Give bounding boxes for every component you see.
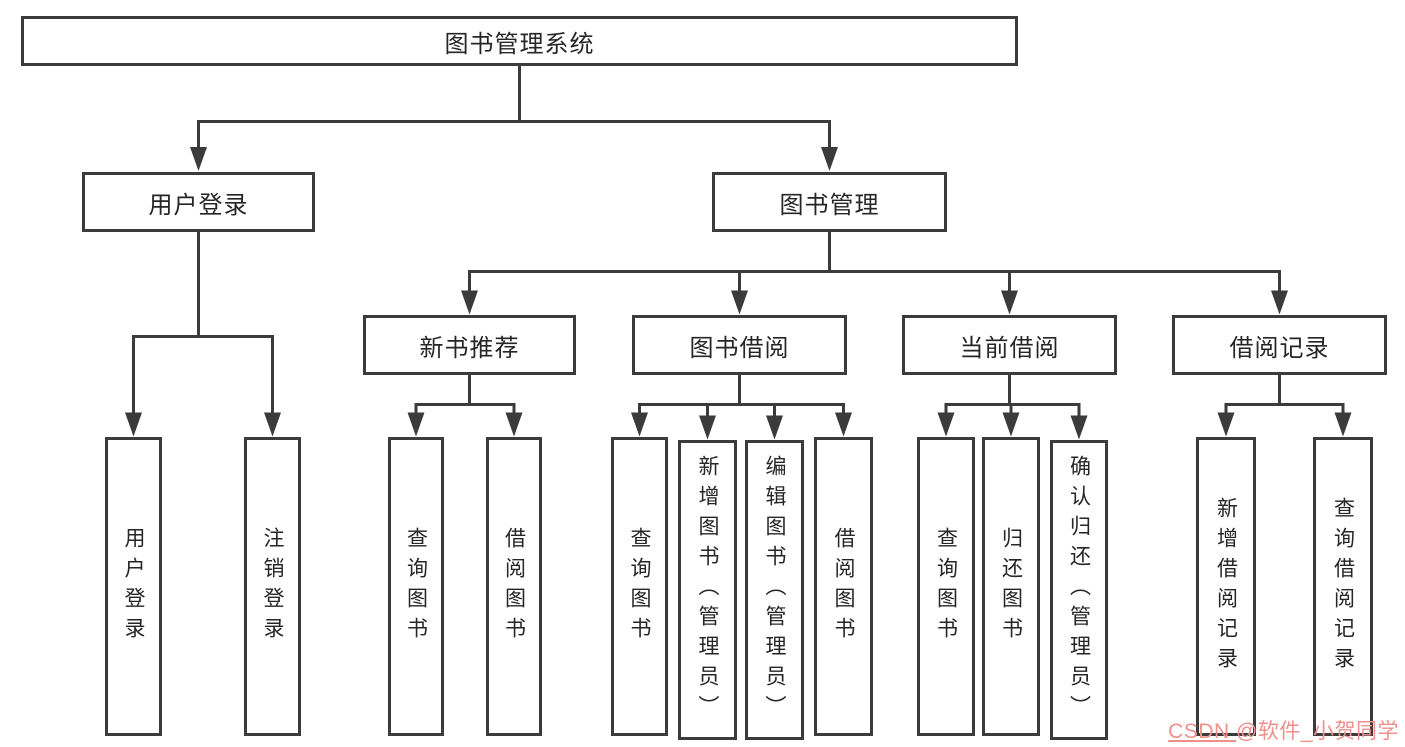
node-user-login: 用户登录: [82, 172, 315, 232]
leaf-confirm-return-admin: 确认归还（管理员）: [1050, 440, 1108, 740]
node-book-borrow: 图书借阅: [632, 315, 847, 375]
connector-paths: [132, 65, 1345, 432]
leaf-return-books-label: 归还图书: [999, 526, 1023, 647]
csdn-watermark: CSDN @软件_小贺同学: [1168, 715, 1399, 745]
leaf-add-borrow-record: 新增借阅记录: [1196, 437, 1256, 736]
leaf-logout-label: 注销登录: [261, 526, 284, 647]
leaf-edit-book-admin: 编辑图书（管理员）: [745, 440, 804, 740]
leaf-recommend-query-books: 查询图书: [388, 437, 444, 736]
leaf-borrow-query-books: 查询图书: [611, 437, 668, 736]
leaf-add-borrow-record-label: 新增借阅记录: [1214, 496, 1238, 677]
leaf-return-books: 归还图书: [982, 437, 1040, 736]
leaf-logout: 注销登录: [244, 437, 301, 736]
leaf-add-book-admin: 新增图书（管理员）: [678, 440, 737, 740]
leaf-current-query-books: 查询图书: [917, 437, 975, 736]
csdn-watermark-brand: CSDN: [1168, 720, 1236, 743]
node-new-book-recommend: 新书推荐: [363, 315, 576, 375]
node-borrow-records: 借阅记录: [1172, 315, 1387, 375]
leaf-recommend-borrow-books-label: 借阅图书: [502, 526, 526, 647]
leaf-borrow-borrow-books: 借阅图书: [814, 437, 873, 736]
leaf-query-borrow-record: 查询借阅记录: [1313, 437, 1373, 736]
leaf-recommend-query-books-label: 查询图书: [404, 526, 428, 647]
csdn-watermark-handle: @软件_小贺同学: [1236, 720, 1399, 743]
node-library-management-system: 图书管理系统: [21, 16, 1018, 66]
leaf-edit-book-admin-label: 编辑图书（管理员）: [763, 455, 786, 725]
leaf-query-borrow-record-label: 查询借阅记录: [1331, 496, 1355, 677]
node-current-borrow: 当前借阅: [902, 315, 1117, 375]
node-book-management: 图书管理: [712, 172, 947, 232]
leaf-user-login-label: 用户登录: [122, 526, 145, 647]
leaf-recommend-borrow-books: 借阅图书: [486, 437, 542, 736]
leaf-confirm-return-admin-label: 确认归还（管理员）: [1067, 455, 1091, 725]
leaf-borrow-query-books-label: 查询图书: [628, 526, 651, 647]
leaf-user-login: 用户登录: [105, 437, 162, 736]
leaf-borrow-borrow-books-label: 借阅图书: [832, 526, 855, 647]
leaf-current-query-books-label: 查询图书: [934, 526, 958, 647]
leaf-add-book-admin-label: 新增图书（管理员）: [696, 455, 719, 725]
